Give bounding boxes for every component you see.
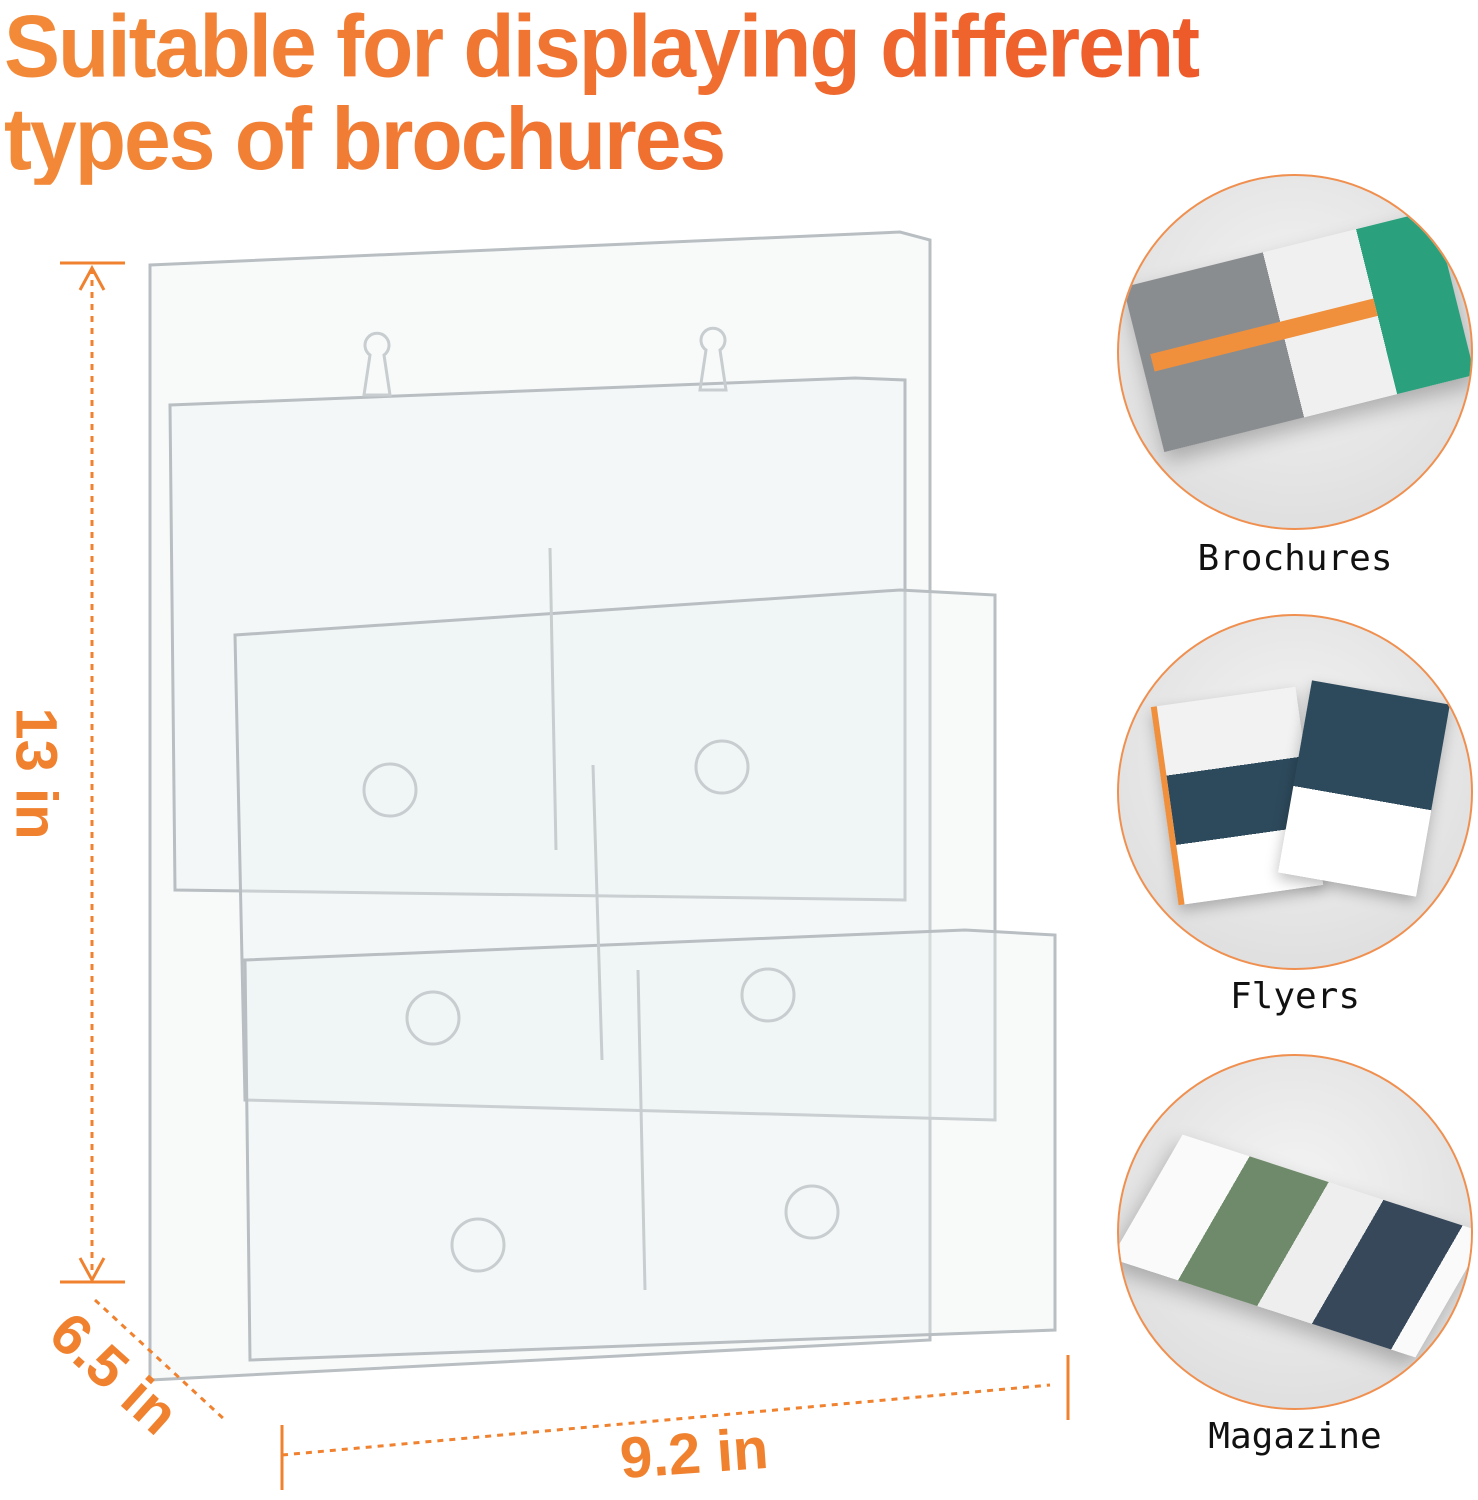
dimension-lines [60, 261, 1070, 1490]
brochures-image [1117, 174, 1473, 530]
height-dimension-label: 13 in [3, 707, 69, 840]
keyhole-left [362, 331, 392, 397]
finger-hole [362, 762, 418, 818]
finger-hole [450, 1217, 506, 1273]
top-pocket [168, 376, 907, 902]
width-dimension-label: 9.2 in [617, 1415, 771, 1492]
keyhole-right [698, 326, 728, 392]
finger-hole [784, 1184, 840, 1240]
bottom-pocket [243, 928, 1057, 1362]
finger-hole [405, 990, 461, 1046]
divider [591, 764, 604, 1061]
flyers-image [1117, 614, 1473, 970]
flyers-label: Flyers [1229, 976, 1361, 1017]
divider [636, 969, 647, 1291]
divider [548, 547, 558, 851]
magazine-label: Magazine [1208, 1416, 1382, 1457]
back-panel [148, 230, 932, 1382]
magazine-image [1117, 1054, 1473, 1410]
finger-hole [740, 967, 796, 1023]
brochures-label: Brochures [1197, 538, 1393, 579]
middle-pocket [233, 588, 997, 1122]
finger-hole [694, 739, 750, 795]
